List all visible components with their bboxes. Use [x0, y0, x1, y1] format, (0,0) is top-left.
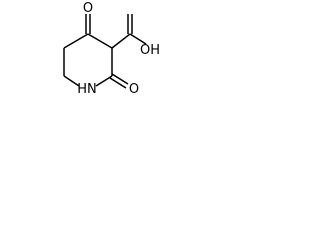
ring-bond-c2-n1: [95, 75, 113, 87]
atom-label-layer: O OH HN O: [77, 1, 160, 97]
ring-bond-c5-c4: [63, 33, 89, 49]
bond-carboxyl-c-oh: [129, 33, 147, 45]
atom-label-lactam-oxygen: O: [129, 82, 139, 97]
molecule-structure: O OH HN O: [63, 1, 160, 97]
bond-c3-carboxyl-c: [111, 33, 131, 49]
double-bond-c2-o-b: [109, 77, 127, 89]
atom-label-ketone-oxygen: O: [83, 1, 93, 16]
atom-label-ring-nitrogen: HN: [77, 82, 97, 97]
double-bond-c2-o-a: [111, 73, 129, 85]
ring-bond-n1-c6: [63, 75, 80, 87]
atom-label-hydroxyl: OH: [140, 43, 160, 58]
bond-layer: [63, 14, 147, 89]
ring-bond-c4-c3: [87, 33, 113, 49]
